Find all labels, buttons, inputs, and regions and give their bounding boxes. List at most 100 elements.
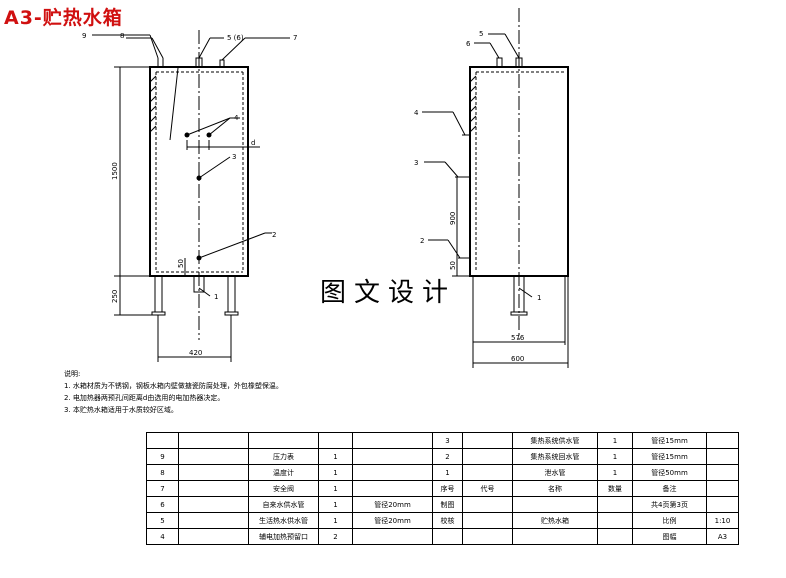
bom-cell bbox=[352, 432, 433, 449]
bom-cell: 代号 bbox=[462, 480, 513, 497]
side-callout-3: 3 bbox=[414, 159, 418, 167]
bom-cell: 7 bbox=[146, 480, 179, 497]
bom-cell: 1:10 bbox=[706, 512, 739, 529]
bom-cell bbox=[178, 496, 249, 513]
front-callout-2: 2 bbox=[272, 231, 276, 239]
bom-cell: 2 bbox=[318, 528, 353, 545]
bom-cell: 比例 bbox=[632, 512, 707, 529]
bom-cell: 9 bbox=[146, 448, 179, 465]
side-callout-2: 2 bbox=[420, 237, 424, 245]
bom-cell: 集热系统供水管 bbox=[512, 432, 598, 449]
bom-cell: 管径20mm bbox=[352, 512, 433, 529]
note-3: 3. 本贮热水箱适用于水质较好区域。 bbox=[64, 406, 178, 414]
bom-cell bbox=[462, 528, 513, 545]
bom-cell: 4 bbox=[146, 528, 179, 545]
side-callout-5: 5 bbox=[479, 30, 483, 38]
bom-cell: 辅电加热预留口 bbox=[248, 528, 319, 545]
bom-cell: 1 bbox=[432, 464, 463, 481]
bom-cell: 泄水管 bbox=[512, 464, 598, 481]
bom-cell: 备注 bbox=[632, 480, 707, 497]
bom-cell: 1 bbox=[597, 448, 633, 465]
front-dim-height: 1500 bbox=[111, 162, 119, 180]
bom-cell bbox=[512, 496, 598, 513]
bom-cell bbox=[462, 464, 513, 481]
bom-cell bbox=[706, 480, 739, 497]
side-callout-4: 4 bbox=[414, 109, 419, 117]
bom-cell: 序号 bbox=[432, 480, 463, 497]
notes-heading: 说明: bbox=[64, 370, 81, 378]
front-callout-4: 4 bbox=[234, 114, 239, 122]
front-callout-5-6: 5 (6) bbox=[227, 34, 244, 42]
watermark: 图文设计 bbox=[320, 278, 457, 308]
bom-cell bbox=[318, 432, 353, 449]
side-dim-600: 600 bbox=[511, 355, 524, 363]
bom-cell: 管径15mm bbox=[632, 432, 707, 449]
bom-cell: 1 bbox=[597, 432, 633, 449]
bom-cell bbox=[352, 528, 433, 545]
side-callout-6: 6 bbox=[466, 40, 471, 48]
bom-cell: 1 bbox=[318, 512, 353, 529]
bom-cell: 3 bbox=[432, 432, 463, 449]
bom-cell: 2 bbox=[432, 448, 463, 465]
bom-cell: 校核 bbox=[432, 512, 463, 529]
side-dim-50: 50 bbox=[449, 261, 457, 270]
bom-cell: 贮热水箱 bbox=[512, 512, 598, 529]
bom-cell: 生活热水供水管 bbox=[248, 512, 319, 529]
side-view: 5 6 4 3 2 1 900 50 576 600 bbox=[414, 8, 569, 368]
bom-cell bbox=[462, 432, 513, 449]
bom-cell bbox=[432, 528, 463, 545]
bom-cell: 图幅 bbox=[632, 528, 707, 545]
bom-cell bbox=[352, 464, 433, 481]
bom-cell bbox=[178, 480, 249, 497]
front-dim-pipe: 50 bbox=[177, 259, 185, 268]
bom-cell bbox=[597, 512, 633, 529]
bom-cell bbox=[706, 464, 739, 481]
bom-cell: 5 bbox=[146, 512, 179, 529]
bom-cell: 管径50mm bbox=[632, 464, 707, 481]
bom-cell: 6 bbox=[146, 496, 179, 513]
bom-cell bbox=[706, 448, 739, 465]
bom-cell: 8 bbox=[146, 464, 179, 481]
bom-cell bbox=[597, 528, 633, 545]
bom-cell bbox=[178, 448, 249, 465]
front-dim-width: 420 bbox=[189, 349, 202, 357]
bom-cell bbox=[597, 496, 633, 513]
front-dim-leg: 250 bbox=[111, 290, 119, 303]
drawing-title: A3-贮热水箱 bbox=[4, 7, 123, 29]
bom-cell bbox=[146, 432, 179, 449]
front-callout-7: 7 bbox=[293, 34, 297, 42]
bom-cell bbox=[462, 496, 513, 513]
bom-cell bbox=[178, 512, 249, 529]
bom-cell: 数量 bbox=[597, 480, 633, 497]
bom-cell: 安全阀 bbox=[248, 480, 319, 497]
bom-cell: 集热系统回水管 bbox=[512, 448, 598, 465]
bom-cell bbox=[178, 464, 249, 481]
front-view: d 9 8 5 (6) 7 4 3 2 1 1500 250 50 420 bbox=[82, 30, 297, 362]
bom-cell: 1 bbox=[318, 496, 353, 513]
bom-cell bbox=[352, 448, 433, 465]
bom-cell: 压力表 bbox=[248, 448, 319, 465]
bom-cell bbox=[706, 432, 739, 449]
front-callout-9: 9 bbox=[82, 32, 86, 40]
bom-cell: 自来水供水管 bbox=[248, 496, 319, 513]
bom-cell bbox=[462, 512, 513, 529]
bom-cell bbox=[178, 528, 249, 545]
bom-cell bbox=[706, 496, 739, 513]
bom-cell bbox=[178, 432, 249, 449]
bom-cell: 1 bbox=[318, 464, 353, 481]
bom-cell bbox=[462, 448, 513, 465]
front-callout-1: 1 bbox=[214, 293, 218, 301]
front-callout-8: 8 bbox=[120, 32, 124, 40]
bom-cell: 温度计 bbox=[248, 464, 319, 481]
bom-cell bbox=[248, 432, 319, 449]
front-callout-3: 3 bbox=[232, 153, 236, 161]
